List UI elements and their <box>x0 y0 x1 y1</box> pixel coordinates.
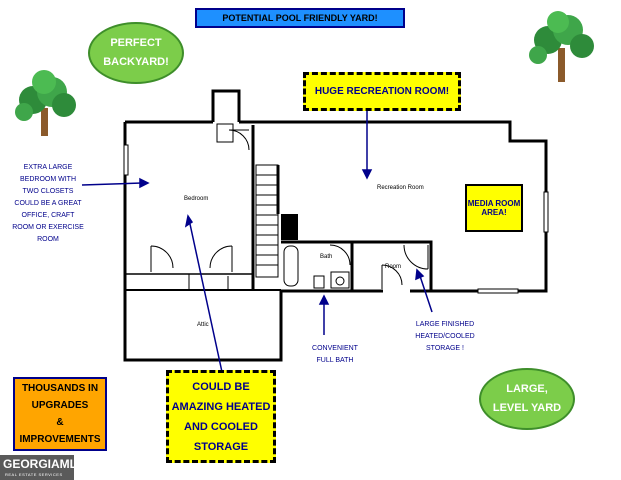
media-line-2: AREA! <box>481 208 507 217</box>
bed-note-4: COULD BE A GREAT <box>14 200 82 207</box>
media-room-callout: MEDIA ROOM AREA! <box>465 184 523 232</box>
perfect-line-2: BACKYARD! <box>103 56 169 68</box>
arrows <box>81 108 433 373</box>
room-label-room: Room <box>385 264 402 270</box>
storage-line-2: AMAZING HEATED <box>171 400 271 413</box>
storage-line-3: AND COOLED <box>184 420 258 433</box>
bed-note-2: BEDROOM WITH <box>20 176 76 183</box>
upgrades-line-2: UPGRADES <box>31 400 89 411</box>
room-label-attic: Attic <box>197 322 209 328</box>
largeyard-line-2: LEVEL YARD <box>492 402 562 414</box>
bath-note: CONVENIENT FULL BATH <box>298 343 372 367</box>
huge-recreation-callout: HUGE RECREATION ROOM! <box>303 72 461 111</box>
bedroom-note: EXTRA LARGE BEDROOM WITH TWO CLOSETS COU… <box>4 162 92 246</box>
storage-line-4: STORAGE <box>193 440 249 453</box>
bed-note-6: ROOM OR EXERCISE <box>12 224 84 231</box>
bed-note-3: TWO CLOSETS <box>22 188 74 195</box>
chimney-block <box>281 214 298 240</box>
bed-note-7: ROOM <box>37 236 59 243</box>
tree-left <box>15 70 76 136</box>
upgrades-callout: THOUSANDS IN UPGRADES & IMPROVEMENTS <box>13 377 107 451</box>
stor-note-2: HEATED/COOLED <box>415 333 475 340</box>
stor-note-3: STORAGE ! <box>426 345 464 352</box>
georgiamls-logo: GEORGIAMLS REAL ESTATE SERVICES <box>0 455 85 480</box>
bed-note-5: OFFICE, CRAFT <box>21 212 75 219</box>
perfect-line-1: PERFECT <box>110 37 162 49</box>
upgrades-line-1: THOUSANDS IN <box>21 383 99 394</box>
storage-callout: COULD BE AMAZING HEATED AND COOLED STORA… <box>166 370 276 463</box>
upgrades-line-4: IMPROVEMENTS <box>19 434 101 445</box>
page-title: POTENTIAL POOL FRIENDLY YARD! <box>195 8 405 28</box>
largeyard-line-1: LARGE, <box>506 383 548 395</box>
room-label-bedroom: Bedroom <box>184 196 209 202</box>
media-line-1: MEDIA ROOM <box>467 199 521 208</box>
storage-note: LARGE FINISHED HEATED/COOLED STORAGE ! <box>400 319 490 355</box>
upgrades-line-3: & <box>56 417 64 428</box>
room-label-recreation: Recreation Room <box>377 185 424 191</box>
perfect-backyard-badge: PERFECT BACKYARD! <box>88 22 184 84</box>
large-level-yard-badge: LARGE, LEVEL YARD <box>479 368 575 430</box>
tree-right <box>529 11 594 82</box>
door-details <box>123 123 549 294</box>
bath-note-1: CONVENIENT <box>312 345 358 352</box>
room-label-bath: Bath <box>320 254 333 260</box>
storage-line-1: COULD BE <box>192 380 250 393</box>
bed-note-1: EXTRA LARGE <box>23 164 73 171</box>
stor-note-1: LARGE FINISHED <box>415 321 475 328</box>
logo-sub-text: REAL ESTATE SERVICES <box>5 472 63 477</box>
bath-note-2: FULL BATH <box>316 357 354 364</box>
logo-main-text: GEORGIAMLS <box>3 457 86 471</box>
